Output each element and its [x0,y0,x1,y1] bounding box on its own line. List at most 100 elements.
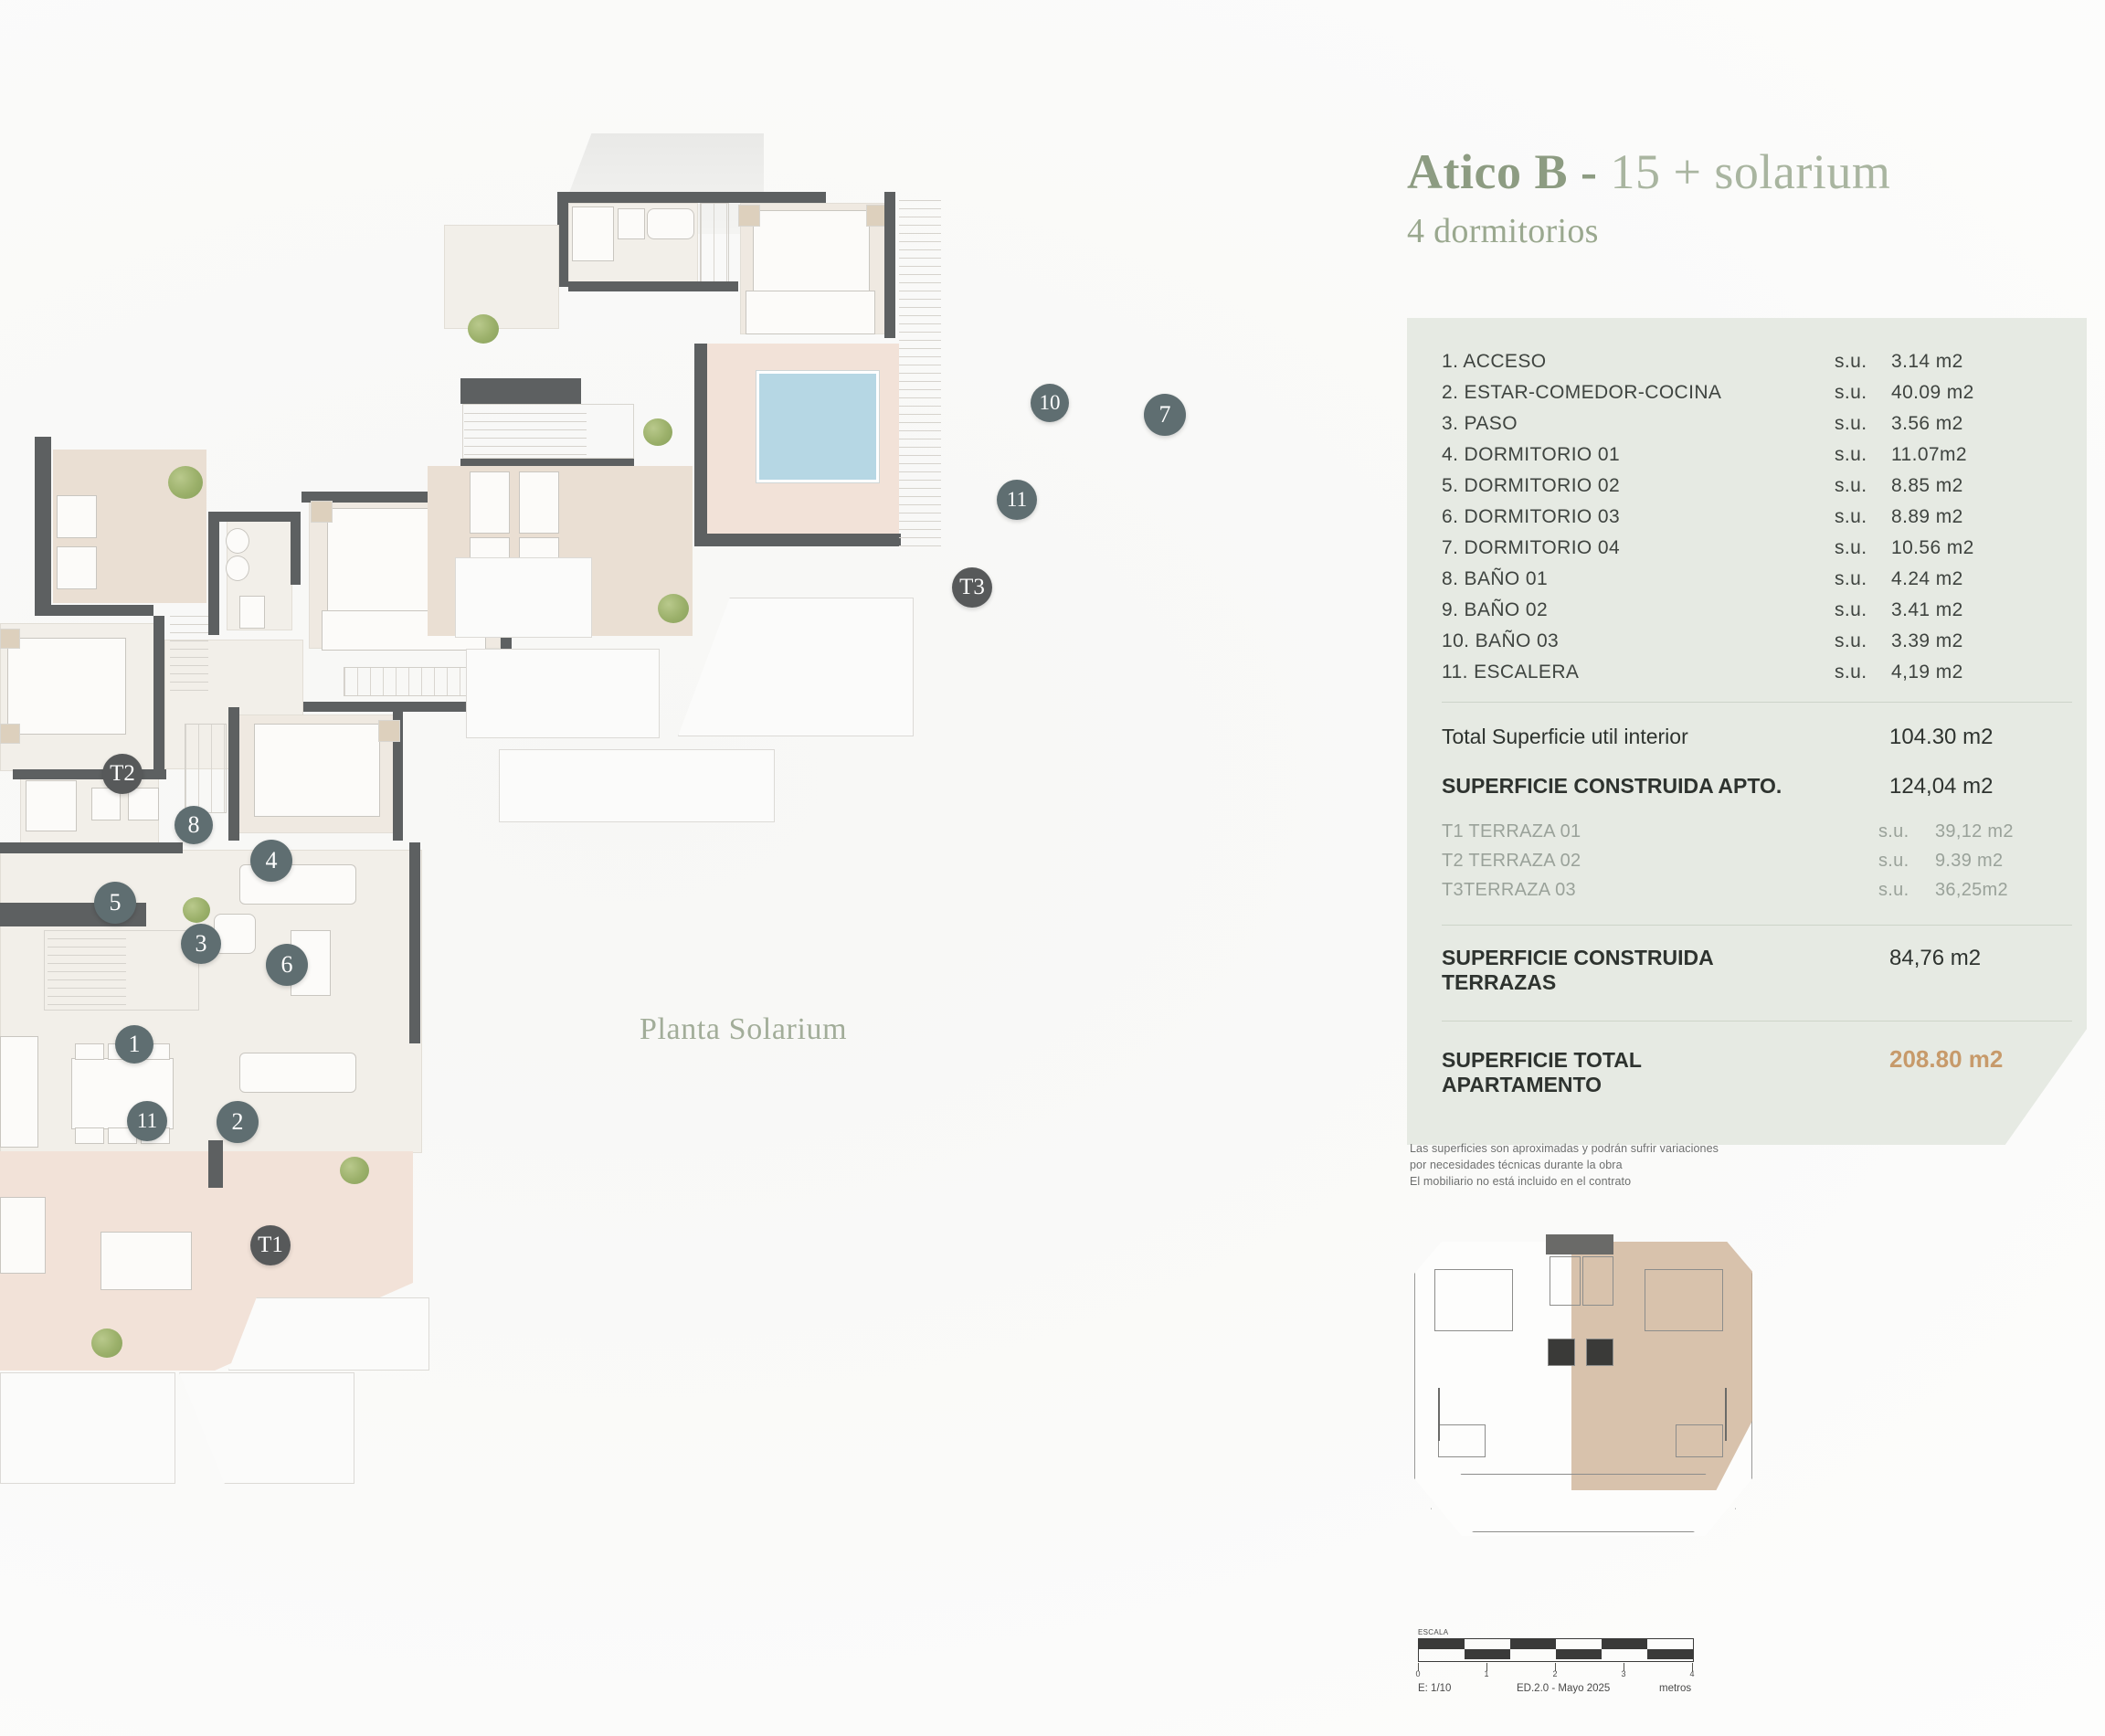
wall [694,534,901,546]
wardrobe-hatch [185,724,227,813]
furniture-nightstand [311,501,333,523]
furniture-shower [572,206,614,261]
solarium-floor-plan [411,133,1233,987]
room-area-value: 4.24 m2 [1891,568,1963,589]
room-su-label: s.u. [1835,537,1867,558]
key-plan-wall [1725,1388,1727,1441]
stair-hatch [170,610,208,691]
furniture-sink [618,208,645,239]
room-su-label: s.u. [1835,475,1867,496]
room-marker-4: 4 [250,840,292,882]
room-area-value: 3.56 m2 [1891,413,1963,434]
terrace-su-label: s.u. [1878,880,1909,900]
terrace-su-label: s.u. [1878,821,1909,842]
wall [460,378,581,404]
context-slab [228,1297,429,1371]
scale-tick-label: 2 [1552,1669,1558,1678]
facade-hatch [899,194,941,546]
wall [301,702,512,712]
room-name: 2. ESTAR-COMEDOR-COCINA [1442,382,1722,403]
room-su-label: s.u. [1835,413,1867,434]
room-name: 3. PASO [1442,413,1518,434]
stair-hatch [464,406,587,455]
scale-tick [1692,1663,1693,1671]
total-util-row: Total Superficie util interior 104.30 m2 [1442,725,2072,750]
key-plan-podium [1431,1474,1736,1532]
key-plan-terrace [1676,1424,1723,1457]
key-plan-stair [1582,1256,1613,1306]
furniture-nightstand [0,629,20,649]
room-name: 6. DORMITORIO 03 [1442,506,1621,527]
wall [460,459,634,467]
plant-icon [168,466,203,499]
room-name: 11. ESCALERA [1442,662,1580,683]
divider-2 [1442,925,2072,926]
wardrobe-hatch [344,667,490,696]
furniture-sink [226,556,249,581]
terrace-name: T1 TERRAZA 01 [1442,821,1581,842]
context-slab [678,598,914,736]
wall [557,192,826,203]
key-plan-wall [1438,1388,1440,1441]
terrace-total-row: SUPERFICIE CONSTRUIDA TERRAZAS 84,76 m2 [1442,946,2072,995]
wall [13,769,166,779]
room-name: 8. BAÑO 01 [1442,568,1549,589]
terrace-area-value: 9.39 m2 [1935,851,2004,871]
room-marker-1: 1 [115,1025,153,1064]
terrace-total-label-2: TERRAZAS [1442,970,1557,995]
room-marker-10: 10 [1031,384,1069,422]
furniture-lounger [57,495,97,538]
disclaimer-line-3: El mobiliario no está incluido en el con… [1410,1175,1632,1189]
room-marker-5: 5 [94,882,136,924]
staircase [44,930,199,1011]
wall [884,192,895,338]
title-block: Atico B - 15 + solarium 4 dormitorios [1407,146,2083,251]
room-name: 7. DORMITORIO 04 [1442,537,1621,558]
room-marker-2: 2 [217,1101,259,1143]
wall [228,707,239,841]
wall [208,512,219,635]
scale-unit-label: metros [1659,1683,1692,1694]
room-su-label: s.u. [1835,506,1867,527]
furniture-bathtub [647,208,694,239]
room-su-label: s.u. [1835,662,1867,683]
room-marker-11: 11 [997,480,1037,520]
room-name: 10. BAÑO 03 [1442,630,1560,651]
scale-tick [1555,1663,1556,1671]
wall [208,1140,223,1188]
room-name: 5. DORMITORIO 02 [1442,475,1621,496]
terrace-name: T2 TERRAZA 02 [1442,851,1581,871]
scale-bar-title: ESCALA [1418,1628,1449,1636]
wall [393,707,403,841]
context-slab [499,749,775,822]
key-plan-unit [1434,1269,1513,1331]
room-marker-t1: T1 [250,1225,291,1265]
plant-icon [658,594,689,623]
furniture-lounger [57,546,97,589]
wall [409,842,420,1043]
scale-bar-footer: E: 1/10 ED.2.0 - Mayo 2025 metros [1418,1683,1719,1698]
solarium-plan-caption: Planta Solarium [640,1012,848,1046]
scale-tick [1486,1663,1487,1671]
title-dash: - [1580,144,1598,199]
wall [291,512,301,585]
room-marker-3: 3 [181,924,221,964]
scale-tick-label: 3 [1621,1669,1626,1678]
key-plan-locator [1414,1229,1752,1549]
scale-tick-label: 1 [1484,1669,1489,1678]
scale-bar-graphic [1418,1638,1694,1662]
room-name: 9. BAÑO 02 [1442,599,1549,620]
room-area-value: 40.09 m2 [1891,382,1974,403]
room-su-label: s.u. [1835,382,1867,403]
total-util-label: Total Superficie util interior [1442,725,1688,748]
wall [568,281,738,291]
furniture-sofa [239,1053,356,1093]
furniture-chair [75,1127,104,1144]
room-su-label: s.u. [1835,351,1867,372]
